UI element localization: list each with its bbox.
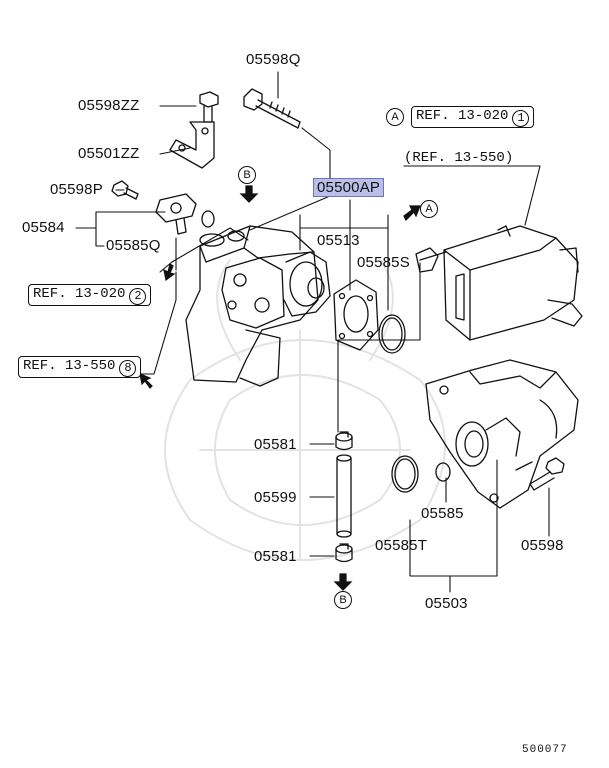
- oring-05585s: [378, 314, 406, 354]
- label-05598q: 05598Q: [246, 51, 301, 68]
- label-05500ap[interactable]: 05500AP: [313, 178, 385, 197]
- ref-13-020-1-text: REF. 13-020: [416, 108, 509, 124]
- arrow-a-right: [403, 205, 421, 222]
- arrow-ref-13550: [139, 373, 153, 389]
- vacuum-pump-05503: [425, 359, 579, 509]
- oring-05585t: [391, 455, 419, 493]
- label-05598zz: 05598ZZ: [78, 97, 140, 114]
- marker-b-top: B: [238, 166, 256, 184]
- direction-arrows: [139, 185, 421, 591]
- diagram-code: 500077: [522, 744, 568, 756]
- label-05501zz: 05501ZZ: [78, 145, 140, 162]
- ref-13-020-1-circle: 1: [512, 110, 530, 127]
- arrow-b-bottom: [333, 573, 353, 591]
- oring-05585q: [201, 210, 215, 228]
- hose-05599: [336, 454, 352, 538]
- generator-unit: [419, 225, 583, 341]
- marker-a-left: A: [386, 108, 404, 126]
- ref-13-020-2-text: REF. 13-020: [33, 286, 126, 302]
- ref-13-550-top[interactable]: (REF. 13-550): [404, 150, 514, 166]
- label-05581-bottom: 05581: [254, 548, 297, 565]
- label-05513: 05513: [317, 232, 360, 249]
- label-05599: 05599: [254, 489, 297, 506]
- gasket-05513: [333, 279, 379, 351]
- label-05585s: 05585S: [357, 254, 410, 271]
- arrow-b-top: [239, 185, 259, 203]
- label-05581-top: 05581: [254, 436, 297, 453]
- label-05584: 05584: [22, 219, 65, 236]
- label-05598: 05598: [521, 537, 564, 554]
- vacuum-pump-body: [185, 225, 331, 387]
- bracket-05501zz: [169, 121, 215, 169]
- ref-13-550-8-circle: 8: [119, 360, 137, 377]
- bolt-05598q: [243, 88, 301, 129]
- ref-13-550-8-text: REF. 13-550: [23, 358, 116, 374]
- label-05598p: 05598P: [50, 181, 103, 198]
- sensor-05584: [155, 193, 197, 235]
- bolt-05598: [529, 457, 565, 491]
- connector-clip: [415, 247, 439, 273]
- bolt-05598p: [111, 180, 139, 200]
- marker-b-bottom: B: [334, 591, 352, 609]
- oring-05585: [435, 462, 451, 482]
- label-05585: 05585: [421, 505, 464, 522]
- watermark-emblem: [164, 259, 446, 561]
- marker-a-right: A: [420, 200, 438, 218]
- label-05503: 05503: [425, 595, 468, 612]
- arrow-ref-13020: [163, 263, 176, 282]
- hose-clamp-bottom: [335, 543, 353, 563]
- label-05585t: 05585T: [375, 537, 428, 554]
- bolt-05598zz: [199, 91, 219, 123]
- hose-clamp-top: [335, 431, 353, 451]
- ref-13-020-2-circle: 2: [129, 288, 147, 305]
- label-05585q: 05585Q: [106, 237, 161, 254]
